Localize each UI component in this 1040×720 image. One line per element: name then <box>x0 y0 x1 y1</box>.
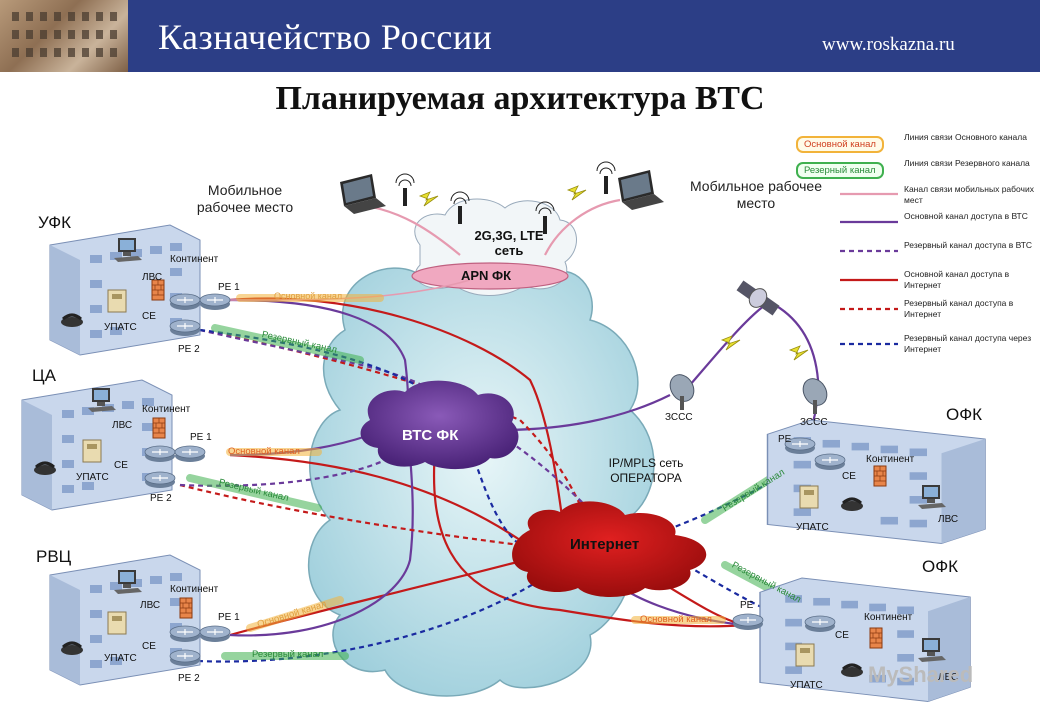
apn-oval <box>411 262 569 290</box>
site-rvc: РВЦ <box>36 547 72 566</box>
upats-label-rvc: УПАТС <box>104 653 137 664</box>
kontinent-label-ofk1: Континент <box>866 454 915 465</box>
legend-item-2: Канал связи мобильных рабочих мест <box>904 184 1034 205</box>
channel-main-ca: Основной канал <box>228 446 300 457</box>
kontinent-label-ca: Континент <box>142 404 191 415</box>
lvs-label-ofk2: ЛВС <box>938 672 959 683</box>
legend-item-5: Основной канал доступа в Интернет <box>904 269 1010 290</box>
legend-pill-res: Резерный канал <box>796 162 884 179</box>
channel-main-ufk: Основной канал <box>274 291 343 301</box>
site-ufk: УФК <box>38 213 72 232</box>
zsss-label-2: ЗССС <box>800 417 828 428</box>
lvs-label-ca: ЛВС <box>112 420 133 431</box>
legend-item-0: Линия связи Основного канала <box>904 132 1027 142</box>
upats-label-ufk: УПАТС <box>104 322 137 333</box>
pe1-label-ca: PE 1 <box>190 432 212 443</box>
zsss-label-1: ЗССС <box>665 412 693 423</box>
site-ofk2: ОФК <box>922 557 959 576</box>
internet-label: Интернет <box>570 536 640 553</box>
legend-lines <box>840 192 898 346</box>
pe2-label-ufk: PE 2 <box>178 344 200 355</box>
lvs-label-ufk: ЛВС <box>142 272 163 283</box>
ce-label-ufk: CE <box>142 311 156 322</box>
legend-pill-main: Основной канал <box>796 136 884 153</box>
legend-item-1: Линия связи Резервного канала <box>904 158 1030 168</box>
watermark: MyShared <box>868 662 974 687</box>
pe-label-ofk1: PE <box>778 434 792 445</box>
lvs-label-ofk1: ЛВС <box>938 514 959 525</box>
kontinent-label-ofk2: Континент <box>864 612 913 623</box>
mobile-workplace-right: Мобильное рабочее место <box>689 178 823 211</box>
kontinent-label-rvc: Континент <box>170 584 219 595</box>
upats-label-ofk2: УПАТС <box>790 680 823 691</box>
pe1-label-rvc: PE 1 <box>218 612 240 623</box>
pe2-label-ca: PE 2 <box>150 493 172 504</box>
header-url: www.roskazna.ru <box>822 34 955 55</box>
legend-item-4: Резервный канал доступа в ВТС <box>904 240 1033 250</box>
site-ofk1: ОФК <box>946 405 983 424</box>
header-bar: Казначейство России www.roskazna.ru <box>0 0 1040 72</box>
building-photo <box>0 0 128 72</box>
ce-label-ofk1: CE <box>842 471 856 482</box>
mobile-workplace-left: Мобильное рабочее место <box>196 182 294 215</box>
channel-main-ofk2: Основной канал <box>640 614 712 625</box>
lte-cloud-label: 2G,3G, LTE сеть <box>474 228 544 258</box>
pe-label-ofk2: PE <box>740 600 754 611</box>
legend-item-7: Резервный канал доступа через Интернет <box>904 333 1032 354</box>
satellite-icon <box>736 280 780 316</box>
upats-label-ofk1: УПАТС <box>796 522 829 533</box>
pe1-label-ufk: PE 1 <box>218 282 240 293</box>
vts-label: ВТС ФК <box>402 427 459 444</box>
vts-cloud <box>360 380 519 470</box>
legend-item-6: Резервный канал доступа в Интернет <box>904 298 1014 319</box>
ce-label-ca: CE <box>114 460 128 471</box>
pe2-label-rvc: PE 2 <box>178 673 200 684</box>
upats-label-ca: УПАТС <box>76 472 109 483</box>
ce-label-ofk2: CE <box>835 630 849 641</box>
channel-res-rvc: Резервый канал <box>252 649 324 660</box>
header-title: Казначейство России <box>158 17 493 57</box>
kontinent-label-ufk: Континент <box>170 254 219 265</box>
lvs-label-rvc: ЛВС <box>140 600 161 611</box>
site-ca: ЦА <box>32 366 56 385</box>
internet-cloud <box>512 501 707 597</box>
legend-item-3: Основной канал доступа в ВТС <box>904 211 1028 221</box>
mpls-label: IP/MPLS сеть ОПЕРАТОРА <box>608 456 684 485</box>
ce-label-rvc: CE <box>142 641 156 652</box>
slide-title: Планируемая архитектура ВТС <box>275 80 765 117</box>
apn-label: APN ФК <box>461 268 512 283</box>
